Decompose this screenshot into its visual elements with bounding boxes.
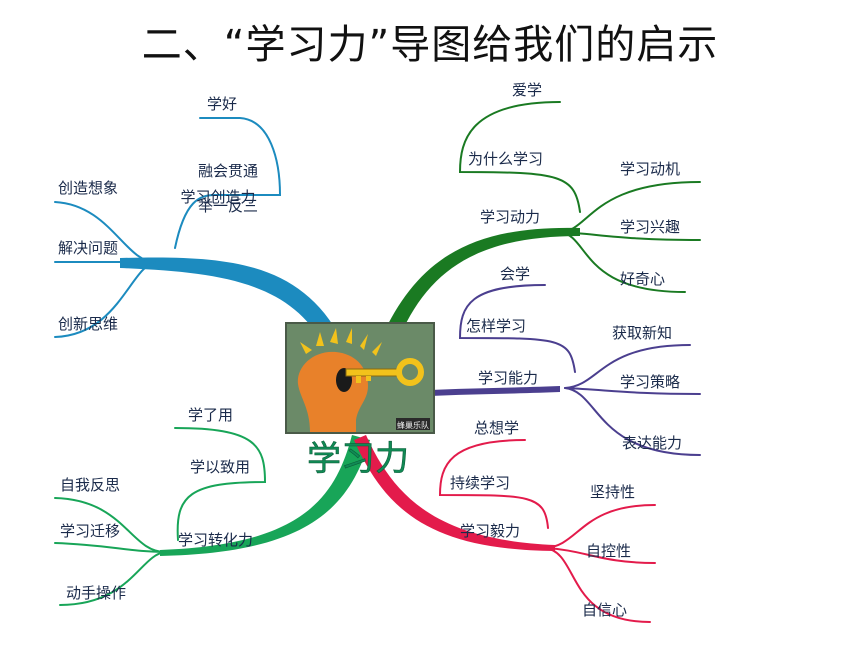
transform-item-5: 动手操作 xyxy=(66,584,126,602)
motivation-branch-label: 学习动力 xyxy=(480,208,540,226)
transform-item-3: 自我反思 xyxy=(60,476,120,494)
center-image: 蜂巢乐队 xyxy=(285,322,435,434)
creativity-item-4: 创造想象 xyxy=(58,179,118,197)
transform-item-4: 学习迁移 xyxy=(60,522,120,540)
creativity-item-2: 融会贯通 xyxy=(198,162,258,180)
perseverance-branch-label: 学习毅力 xyxy=(460,522,520,540)
key-icon xyxy=(345,358,424,386)
perseverance-sub-branches xyxy=(438,439,656,623)
creativity-branch-label: 学习创造力 xyxy=(180,188,255,206)
sun-rays-icon xyxy=(300,328,382,356)
ability-item-1: 会学 xyxy=(500,265,530,283)
motivation-item-4: 学习兴趣 xyxy=(620,218,680,236)
perseverance-item-1: 总想学 xyxy=(474,419,519,437)
ability-item-2: 怎样学习 xyxy=(466,317,526,335)
ability-main-branch xyxy=(430,386,560,396)
transform-item-2: 学以致用 xyxy=(190,458,250,476)
perseverance-main-branch xyxy=(354,435,555,551)
ability-sub-branches xyxy=(458,284,701,456)
ability-item-3: 获取新知 xyxy=(612,324,672,342)
transform-item-1: 学了用 xyxy=(188,406,233,424)
motivation-item-1: 爱学 xyxy=(512,81,542,99)
ability-branch-label: 学习能力 xyxy=(478,369,538,387)
creativity-item-3: 举一反三 xyxy=(198,197,258,215)
page-title: 二、“学习力”导图给我们的启示 xyxy=(141,22,719,68)
transform-main-branch xyxy=(160,435,370,556)
motivation-item-3: 学习动机 xyxy=(620,160,680,178)
motivation-sub-branches xyxy=(458,101,701,293)
creativity-item-5: 解决问题 xyxy=(58,239,118,257)
image-caption: 蜂巢乐队 xyxy=(397,420,429,430)
perseverance-item-2: 持续学习 xyxy=(450,474,510,492)
transform-branch-label: 学习转化力 xyxy=(178,531,253,549)
ability-item-5: 表达能力 xyxy=(622,434,682,452)
creativity-item-1: 学好 xyxy=(207,95,237,113)
ability-item-4: 学习策略 xyxy=(620,373,680,391)
perseverance-item-3: 坚持性 xyxy=(590,483,635,501)
motivation-item-2: 为什么学习 xyxy=(468,150,543,168)
creativity-item-6: 创新思维 xyxy=(58,315,118,333)
perseverance-item-5: 自信心 xyxy=(582,601,627,619)
center-label: 学习力 xyxy=(307,439,409,479)
creativity-sub-branches xyxy=(54,117,282,338)
transform-sub-branches xyxy=(54,427,267,606)
motivation-item-5: 好奇心 xyxy=(620,270,665,288)
perseverance-item-4: 自控性 xyxy=(586,542,631,560)
